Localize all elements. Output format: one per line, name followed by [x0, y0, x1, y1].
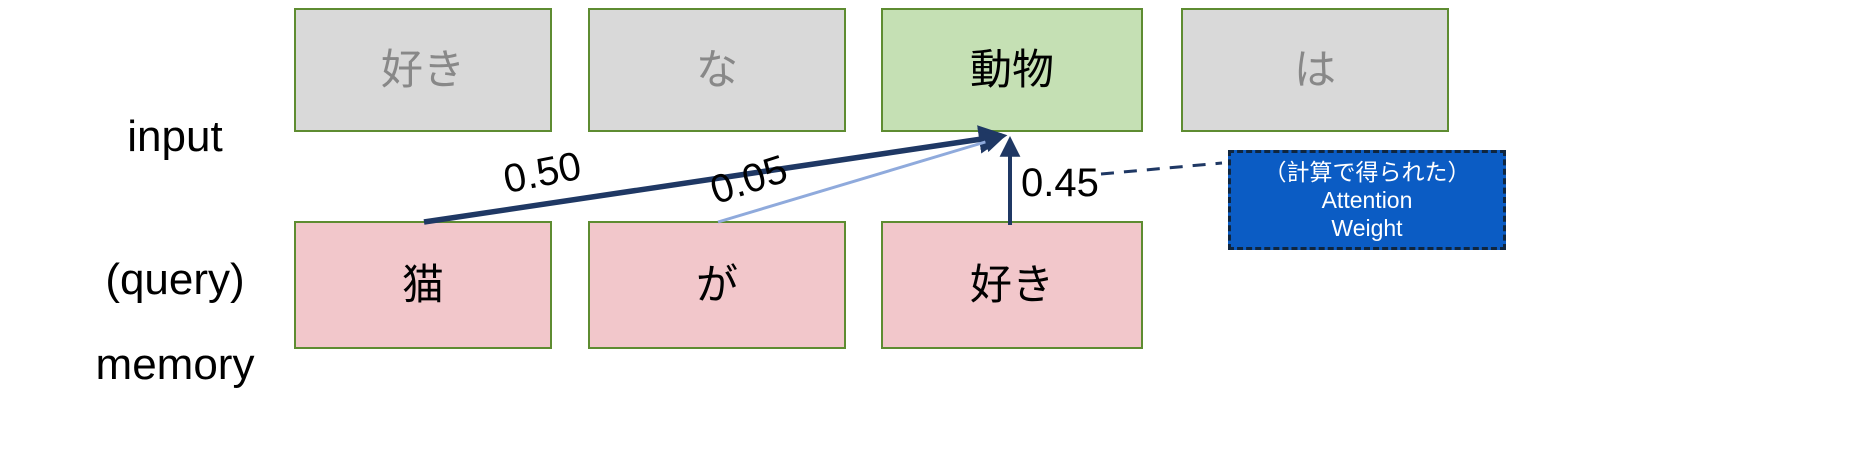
- query-token-3[interactable]: は: [1181, 8, 1449, 132]
- memory-token-1[interactable]: が: [588, 221, 846, 349]
- attention-weight-callout: （計算で得られた） Attention Weight: [1228, 150, 1506, 250]
- query-token-0[interactable]: 好き: [294, 8, 552, 132]
- query-token-1[interactable]: な: [588, 8, 846, 132]
- query-token-2-label: 動物: [969, 46, 1054, 93]
- attention-weight-label-2: 0.45: [1021, 161, 1099, 205]
- row-label-input-line1: input: [127, 112, 223, 162]
- callout-leader-line: [1100, 161, 1223, 176]
- query-token-3-label: は: [1293, 46, 1336, 93]
- callout-line-3: Weight: [1331, 215, 1403, 242]
- query-token-2-active[interactable]: 動物: [881, 8, 1143, 132]
- row-label-input-query: input (query): [60, 18, 290, 398]
- row-label-memory-value: memory (value): [55, 246, 295, 465]
- row-label-input-line2: (query): [105, 254, 245, 304]
- memory-token-1-label: が: [695, 261, 738, 308]
- row-label-memory-line1: memory: [95, 340, 255, 390]
- memory-token-0[interactable]: 猫: [294, 221, 552, 349]
- attention-weight-label-0: 0.50: [499, 143, 585, 202]
- query-token-0-label: 好き: [380, 46, 465, 93]
- callout-line-1: （計算で得られた）: [1263, 158, 1471, 185]
- attention-weight-label-1: 0.05: [705, 146, 793, 213]
- query-token-1-label: な: [695, 46, 738, 93]
- memory-token-2[interactable]: 好き: [881, 221, 1143, 349]
- memory-token-2-label: 好き: [969, 261, 1054, 308]
- memory-token-0-label: 猫: [401, 261, 444, 308]
- callout-line-2: Attention: [1321, 186, 1413, 213]
